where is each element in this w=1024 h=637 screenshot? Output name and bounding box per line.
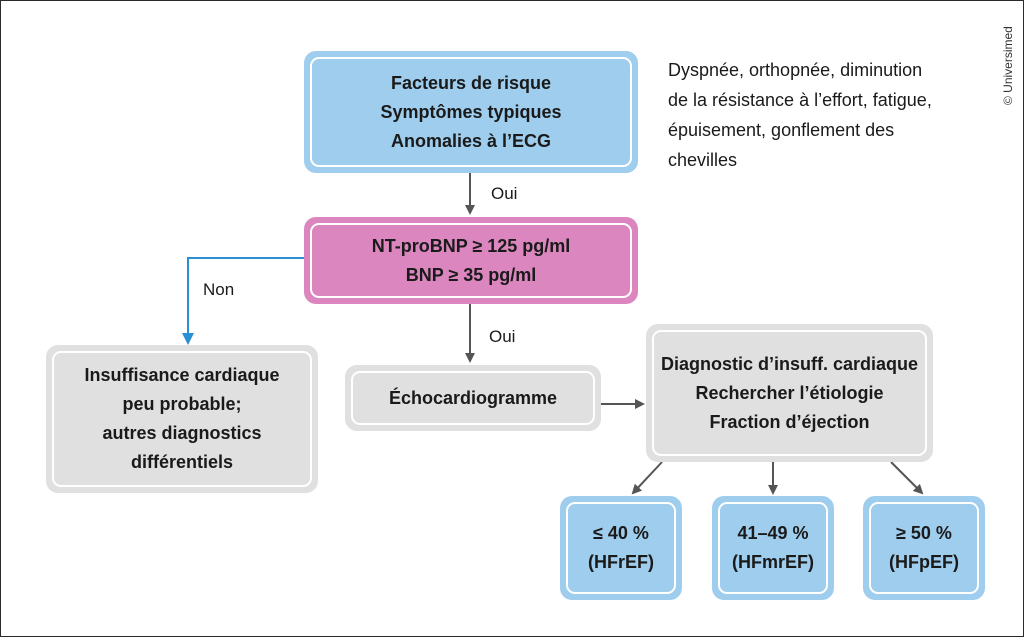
arrow-diagnosis-to-hfref — [631, 461, 663, 495]
diagnosis-line-3: Fraction d’éjection — [709, 411, 870, 432]
echocardiogram-box: Échocardiogramme — [345, 365, 601, 431]
edge-label-yes-2: Oui — [489, 327, 516, 346]
hfref-line-1: ≤ 40 % — [593, 523, 649, 543]
symptoms-line-3: épuisement, gonflement des — [668, 120, 895, 140]
hfref-line-2: (HFrEF) — [588, 552, 654, 572]
bnp-line-2: BNP ≥ 35 pg/ml — [405, 264, 537, 285]
risk-line-1: Facteurs de risque — [390, 72, 552, 93]
bnp-line-1: NT-proBNP ≥ 125 pg/ml — [371, 235, 571, 256]
copyright-notice: © Universimed — [1001, 26, 1015, 105]
heart-failure-unlikely-box: Insuffisance cardiaque peu probable; aut… — [46, 345, 318, 493]
bnp-threshold-box: NT-proBNP ≥ 125 pg/ml BNP ≥ 35 pg/ml — [304, 217, 638, 304]
hfpef-line-1: ≥ 50 % — [896, 523, 952, 543]
unlikely-line-3: autres diagnostics — [102, 423, 262, 443]
diagnosis-box: Diagnostic d’insuff. cardiaque Recherche… — [646, 324, 933, 462]
symptoms-line-2: de la résistance à l’effort, fatigue, — [668, 90, 932, 110]
unlikely-line-4: différentiels — [130, 452, 234, 472]
risk-line-2: Symptômes typiques — [380, 101, 562, 122]
arrow-diagnosis-to-hfpef — [890, 461, 924, 495]
unlikely-line-1: Insuffisance cardiaque — [84, 365, 280, 385]
unlikely-line-2: peu probable; — [122, 394, 242, 414]
symptoms-line-1: Dyspnée, orthopnée, diminution — [668, 60, 923, 80]
risk-factors-box: Facteurs de risque Symptômes typiques An… — [304, 51, 638, 173]
edge-label-yes-1: Oui — [491, 184, 518, 203]
diagnosis-line-2: Rechercher l’étiologie — [695, 382, 884, 403]
hfmref-line-2: (HFmrEF) — [732, 552, 814, 572]
edge-label-no: Non — [203, 280, 235, 299]
hfmref-box: 41–49 % (HFmrEF) — [712, 496, 834, 600]
hfref-box: ≤ 40 % (HFrEF) — [560, 496, 682, 600]
symptoms-line-4: chevilles — [668, 150, 738, 170]
diagnosis-line-1: Diagnostic d’insuff. cardiaque — [660, 353, 919, 374]
hfpef-line-2: (HFpEF) — [889, 552, 959, 572]
risk-line-3: Anomalies à l’ECG — [390, 130, 552, 151]
hfpef-box: ≥ 50 % (HFpEF) — [863, 496, 985, 600]
arrow-bnp-to-unlikely — [182, 257, 304, 345]
echo-line-1: Échocardiogramme — [388, 387, 558, 408]
symptoms-note: Dyspnée, orthopnée, diminution de la rés… — [668, 55, 932, 175]
hfmref-line-1: 41–49 % — [737, 523, 809, 543]
